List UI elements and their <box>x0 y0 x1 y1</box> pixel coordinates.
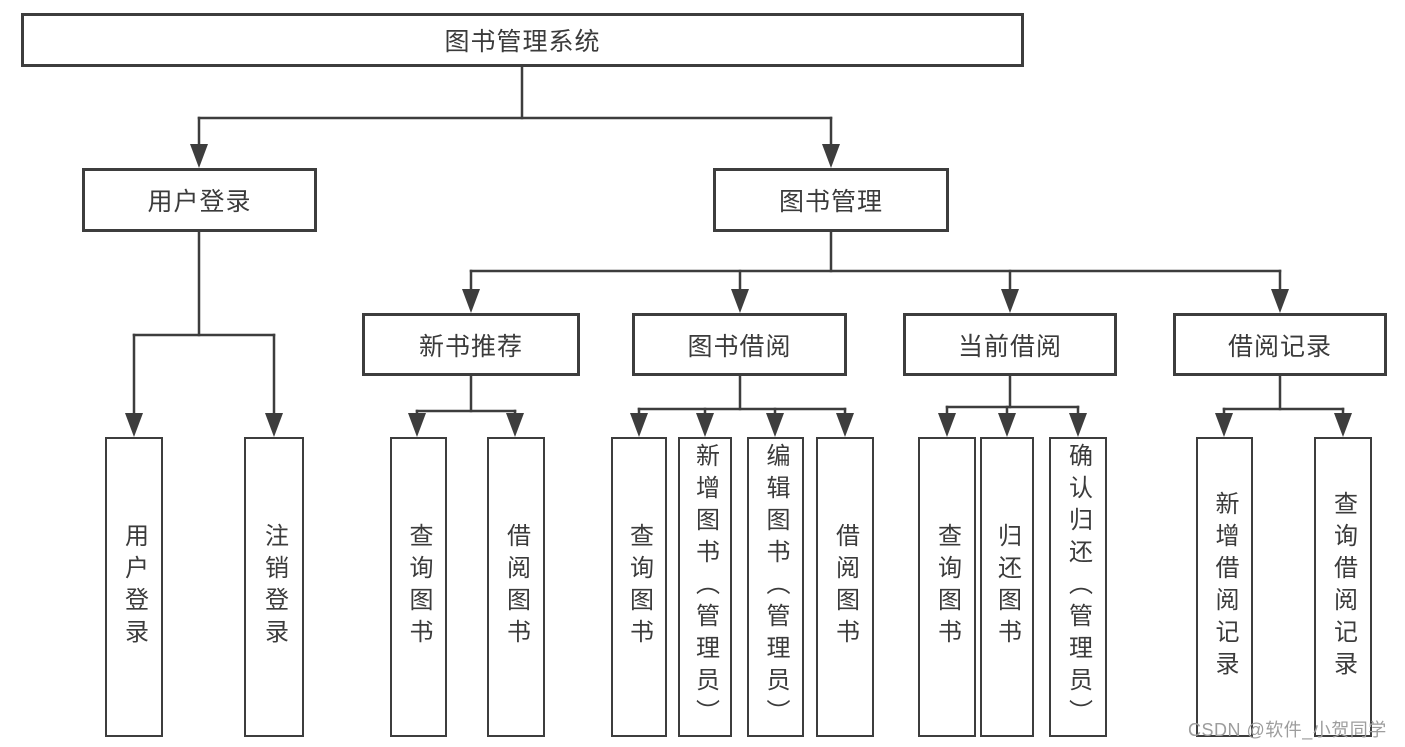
leaf-logout: 注销登录 <box>244 437 304 737</box>
connector-borrowing-to-children <box>630 372 854 437</box>
node-current-borrowing: 当前借阅 <box>903 313 1117 376</box>
connector-book-management-to-level3 <box>462 228 1289 313</box>
connector-new-books-to-children <box>408 372 524 437</box>
node-new-book-recommend: 新书推荐 <box>362 313 580 376</box>
node-user-login: 用户登录 <box>82 168 317 232</box>
leaf-query-borrow-record: 查询借阅记录 <box>1314 437 1372 737</box>
leaf-confirm-return-admin: 确认归还（管理员） <box>1049 437 1107 737</box>
connector-user-login-to-children <box>125 228 283 437</box>
leaf-borrow-books-borrowing: 借阅图书 <box>816 437 874 737</box>
leaf-query-books-current: 查询图书 <box>918 437 976 737</box>
leaf-add-borrow-record: 新增借阅记录 <box>1196 437 1253 737</box>
node-book-borrowing: 图书借阅 <box>632 313 847 376</box>
leaf-borrow-books-recommend: 借阅图书 <box>487 437 545 737</box>
node-library-management-system: 图书管理系统 <box>21 13 1024 67</box>
node-borrowing-records: 借阅记录 <box>1173 313 1387 376</box>
leaf-return-book: 归还图书 <box>980 437 1034 737</box>
connector-root-to-level2 <box>190 64 840 168</box>
leaf-add-book-admin: 新增图书（管理员） <box>678 437 732 737</box>
csdn-watermark: CSDN @软件_小贺同学 <box>1188 720 1387 740</box>
leaf-query-books-borrowing: 查询图书 <box>611 437 667 737</box>
connector-records-to-children <box>1215 372 1352 437</box>
leaf-user-login: 用户登录 <box>105 437 163 737</box>
leaf-edit-book-admin: 编辑图书（管理员） <box>747 437 804 737</box>
node-book-management: 图书管理 <box>713 168 949 232</box>
leaf-query-books-recommend: 查询图书 <box>390 437 447 737</box>
connector-current-to-children <box>938 372 1087 437</box>
